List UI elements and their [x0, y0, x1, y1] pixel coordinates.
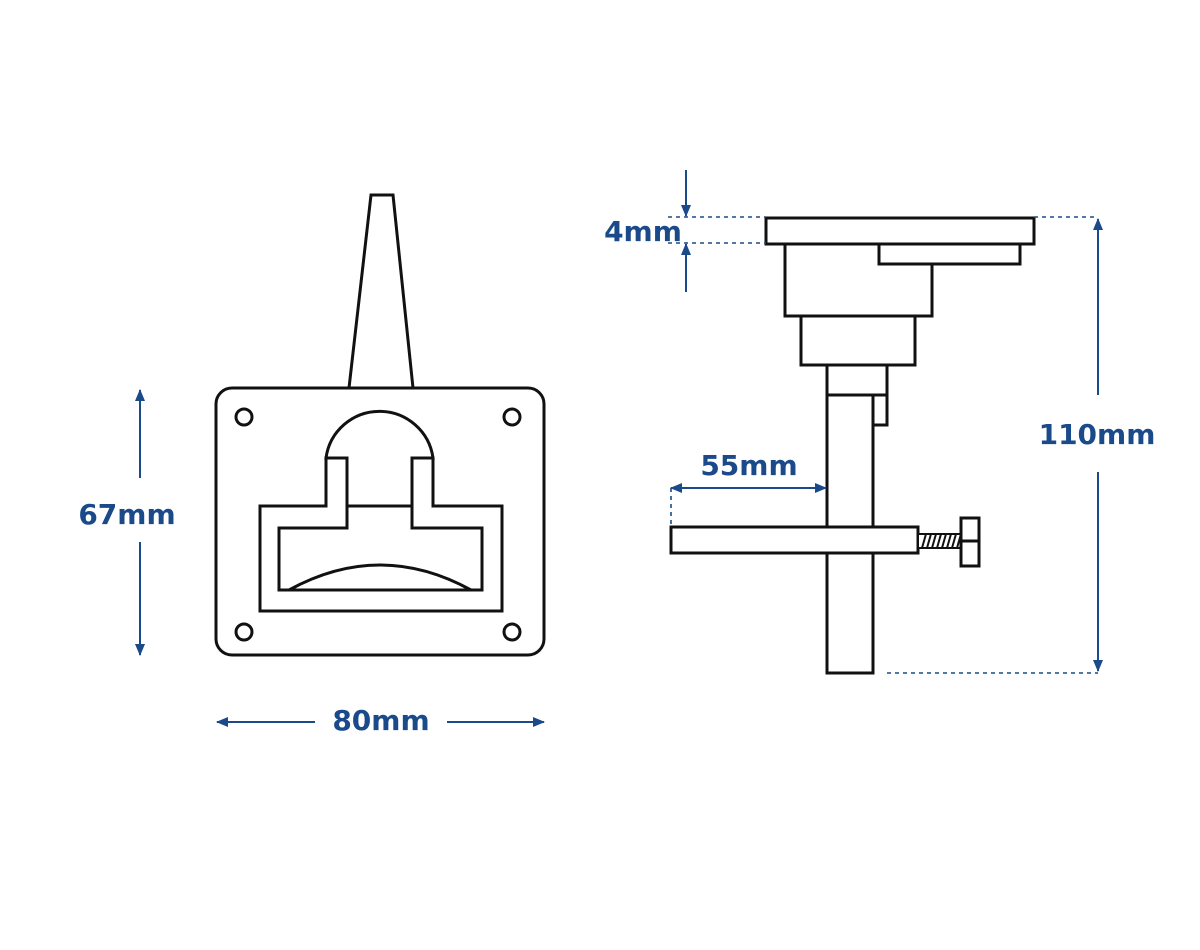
- screw-hole-bottom-left: [234, 622, 254, 642]
- screw-hole-top-left: [234, 407, 254, 427]
- dimension-total-height-label: 110mm: [1039, 418, 1156, 451]
- dimensions: 67mm 80mm 4mm 55mm 11: [78, 170, 1155, 737]
- dimension-arm-length-label: 55mm: [700, 449, 797, 482]
- side-arm: [669, 525, 920, 555]
- dimension-plate-thickness-label: 4mm: [604, 215, 682, 248]
- side-lower-block: [799, 314, 917, 367]
- thumb-screw-thread: [917, 533, 962, 549]
- side-top-plate: [764, 216, 1036, 246]
- dimension-arm-length: 55mm: [670, 449, 827, 527]
- screw-hole-bottom-right: [502, 622, 522, 642]
- screw-hole-top-right: [502, 407, 522, 427]
- dimension-total-height: 110mm: [887, 216, 1156, 674]
- dimension-width-front-label: 80mm: [332, 704, 429, 737]
- dimension-plate-thickness: 4mm: [604, 170, 766, 292]
- side-view: [669, 216, 1036, 675]
- dimension-height-front-label: 67mm: [78, 498, 175, 531]
- handle-pull-curve: [288, 563, 472, 592]
- spike: [347, 193, 415, 390]
- dimension-width-front: 80mm: [216, 704, 545, 737]
- handle-pull-area: [277, 504, 484, 592]
- front-view: [214, 193, 546, 657]
- dimension-height-front: 67mm: [78, 389, 176, 656]
- side-step-block: [877, 242, 1022, 266]
